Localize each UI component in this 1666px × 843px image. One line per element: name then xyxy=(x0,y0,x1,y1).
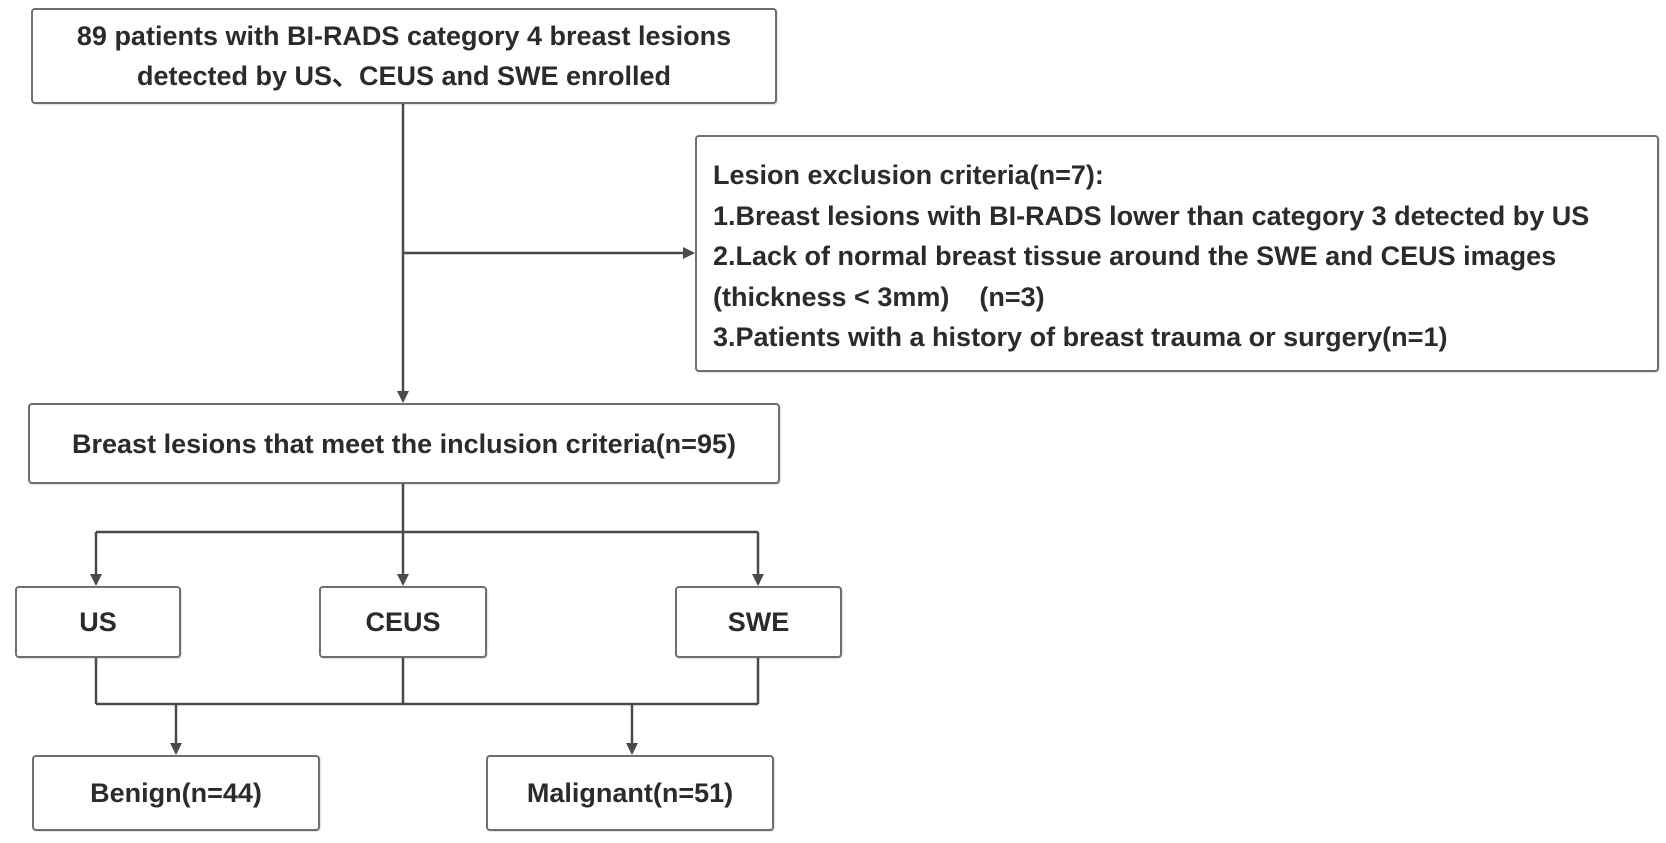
exclusion-item-2-line-1: 2.Lack of normal breast tissue around th… xyxy=(713,241,1557,271)
exclusion-title: Lesion exclusion criteria(n=7): xyxy=(713,160,1104,190)
included-lesions-box: Breast lesions that meet the inclusion c… xyxy=(28,403,780,484)
included-lesions-label: Breast lesions that meet the inclusion c… xyxy=(72,428,736,459)
modality-us-label: US xyxy=(79,607,117,637)
malignant-outcome-box: Malignant(n=51) xyxy=(486,755,774,831)
exclusion-item-1: 1.Breast lesions with BI-RADS lower than… xyxy=(713,200,1590,231)
exclusion-item-3: 3.Patients with a history of breast trau… xyxy=(713,322,1448,352)
exclusion-criteria-box: Lesion exclusion criteria(n=7): 1.Breast… xyxy=(695,135,1659,372)
exclusion-item-2-line-2: (thickness < 3mm) (n=3) xyxy=(713,281,1045,312)
enrolled-patients-box: 89 patients with BI-RADS category 4 brea… xyxy=(31,8,777,104)
modality-swe-label: SWE xyxy=(727,607,790,637)
enrolled-line-2: detected by US、CEUS and SWE enrolled xyxy=(136,61,672,91)
modality-ceus-box: CEUS xyxy=(319,586,487,658)
benign-outcome-label: Benign(n=44) xyxy=(90,778,262,808)
modality-ceus-label: CEUS xyxy=(365,607,441,637)
enrolled-line-1: 89 patients with BI-RADS category 4 brea… xyxy=(76,21,732,51)
benign-outcome-box: Benign(n=44) xyxy=(32,755,320,831)
modality-swe-box: SWE xyxy=(675,586,842,658)
malignant-outcome-label: Malignant(n=51) xyxy=(526,778,734,808)
modality-us-box: US xyxy=(15,586,181,658)
